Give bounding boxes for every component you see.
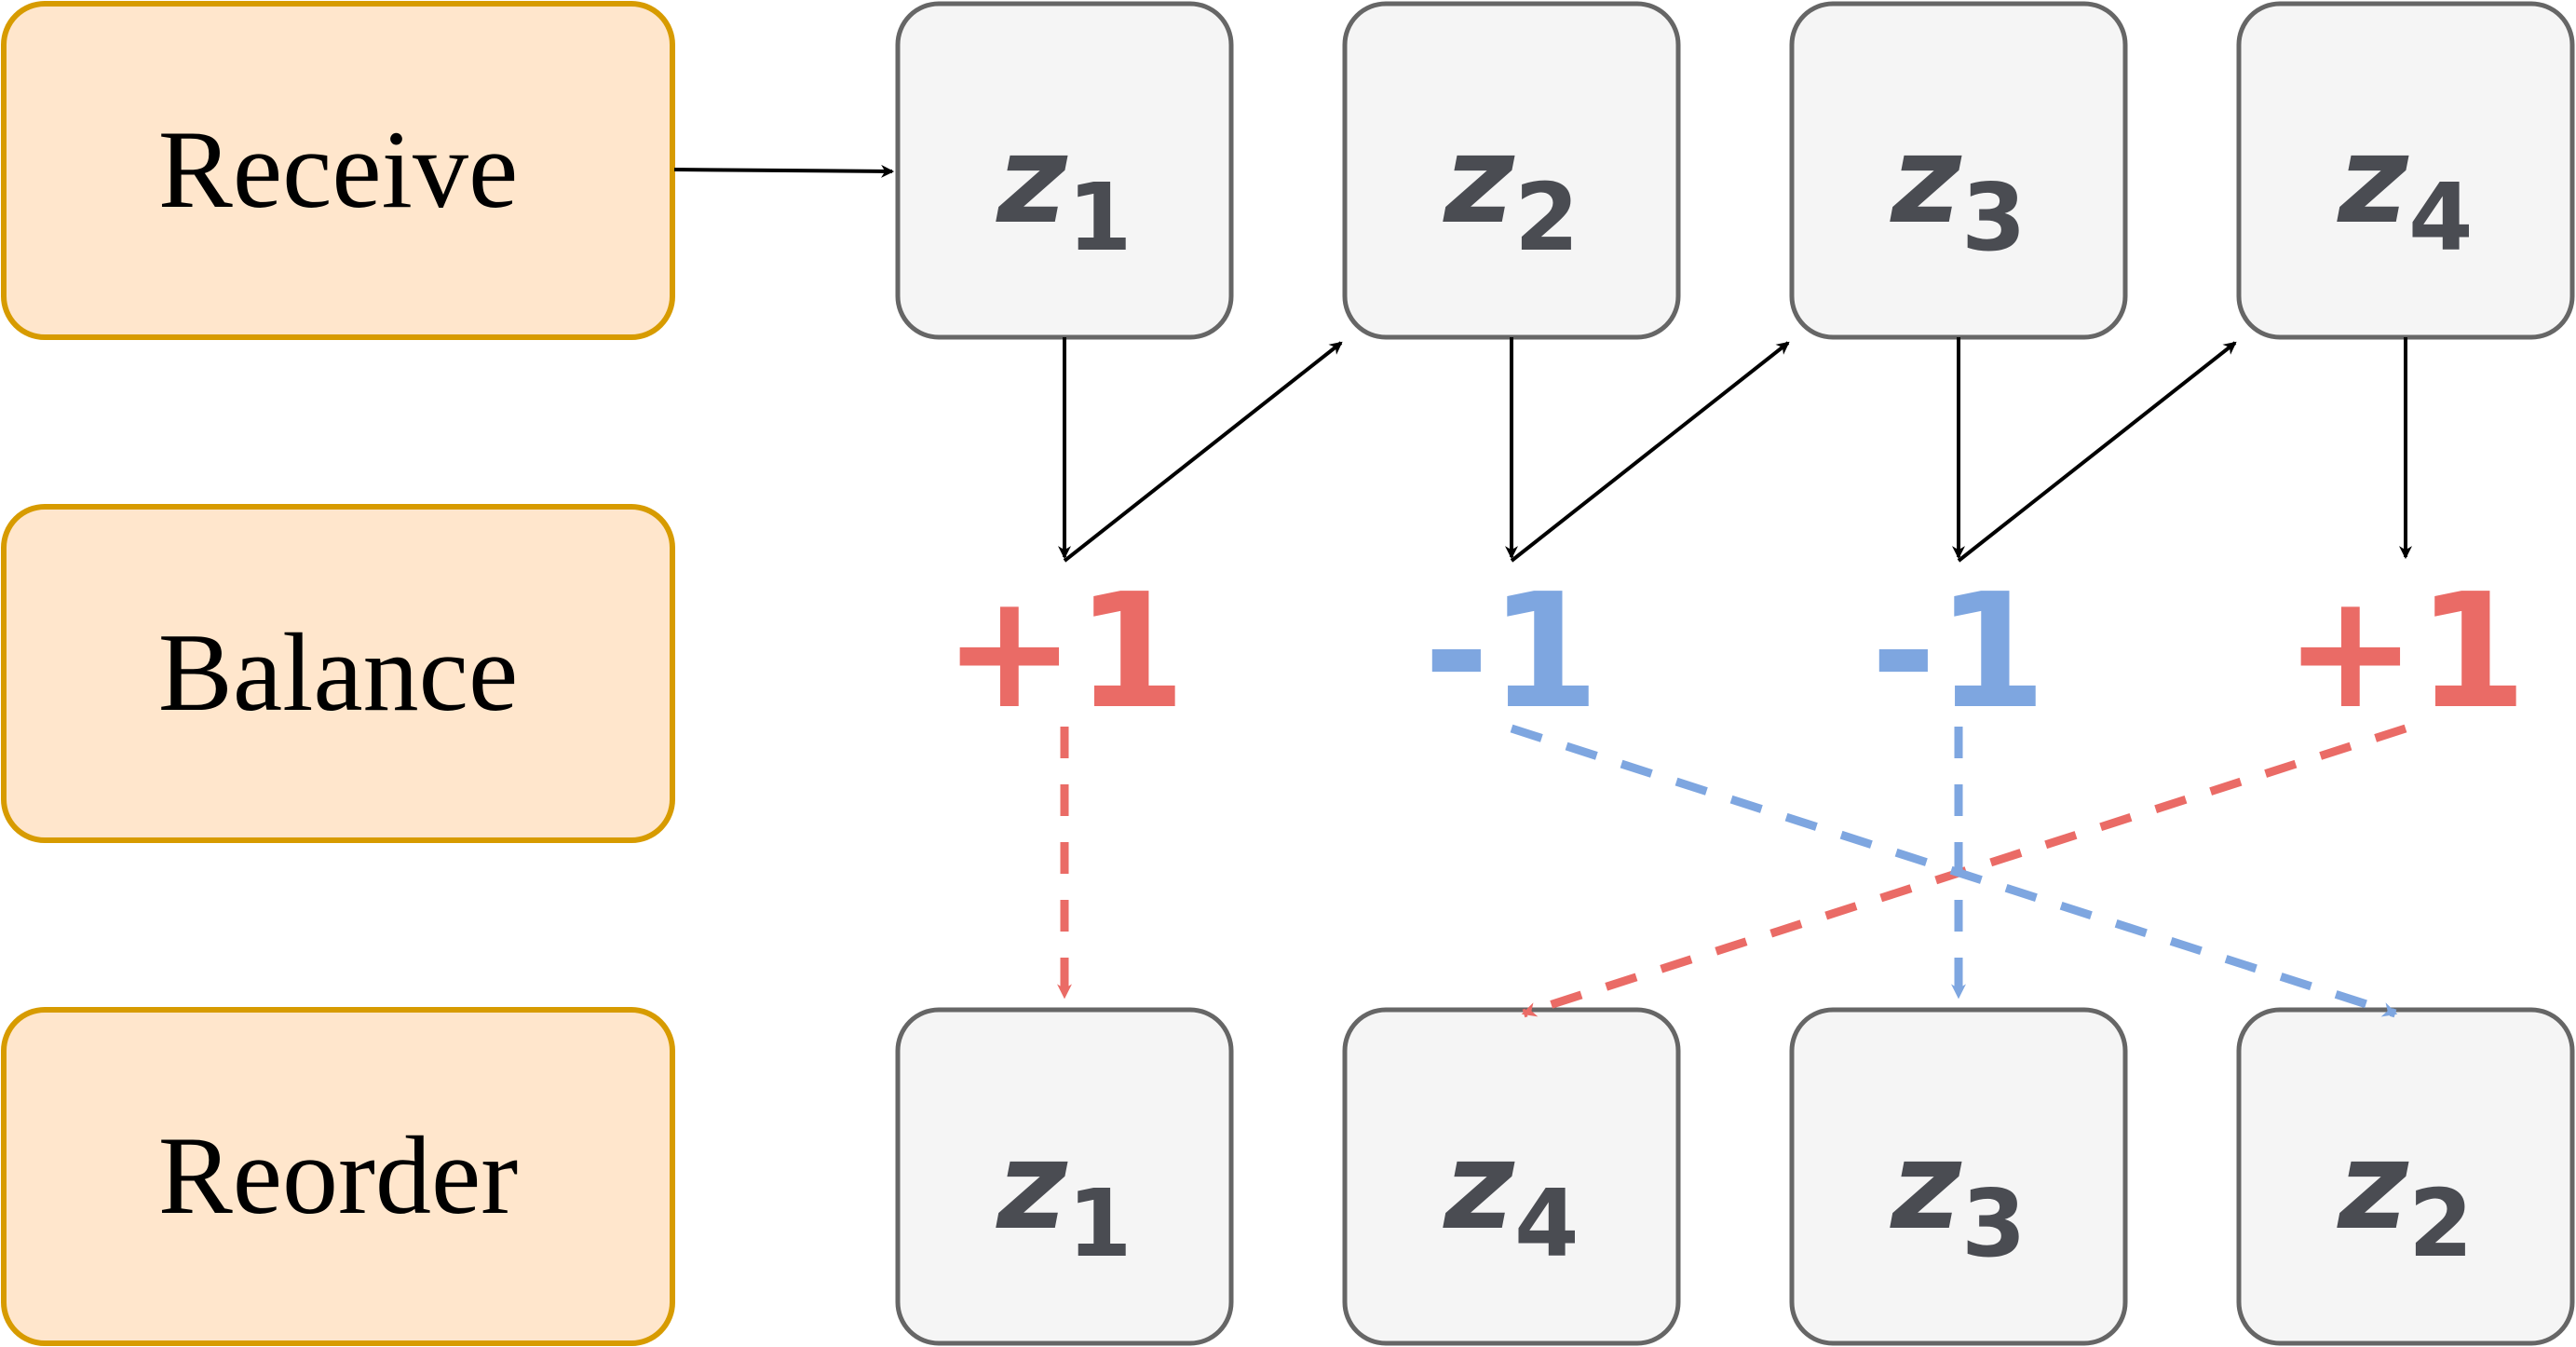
stage-receive: Receive xyxy=(1,1,675,340)
balance-value-4: +1 xyxy=(2285,560,2528,744)
stage-reorder: Reorder xyxy=(1,1007,675,1346)
receive-to-z1-arrow xyxy=(673,164,895,178)
balance2-to-z3-arrow xyxy=(1510,341,1790,563)
reorder-arrow-z2 xyxy=(1510,724,2398,1018)
stage-balance: Balance xyxy=(1,504,675,843)
stage-balance-box xyxy=(1,504,675,843)
bottom-node-2-box xyxy=(1342,1007,1681,1346)
top-node-3: z3 xyxy=(1789,1,2128,340)
stage-receive-label: Receive xyxy=(158,107,518,231)
top-node-1-label: z1 xyxy=(995,109,1132,272)
stage-reorder-label: Reorder xyxy=(158,1113,518,1237)
bottom-node-4-label: z2 xyxy=(2336,1115,2473,1278)
bottom-node-1: z1 xyxy=(895,1007,1234,1346)
top-node-3-label: z3 xyxy=(1889,109,2026,272)
top-node-2-label: z2 xyxy=(1442,109,1579,272)
stage-receive-box xyxy=(1,1,675,340)
balance1-to-z2-arrow xyxy=(1063,341,1343,563)
top-node-1: z1 xyxy=(895,1,1234,340)
balance-value-1: +1 xyxy=(943,560,1186,744)
stage-reorder-box xyxy=(1,1007,675,1346)
bottom-node-2: z4 xyxy=(1342,1007,1681,1346)
top-node-4-label: z4 xyxy=(2336,109,2473,272)
bottom-node-1-box xyxy=(895,1007,1234,1346)
bottom-node-4-box xyxy=(2236,1007,2575,1346)
bottom-node-1-label: z1 xyxy=(995,1115,1132,1278)
bottom-node-3-box xyxy=(1789,1007,2128,1346)
bottom-node-3: z3 xyxy=(1789,1007,2128,1346)
stage-balance-label: Balance xyxy=(158,610,518,734)
balance3-to-z4-arrow xyxy=(1957,341,2237,563)
balance-value-3: -1 xyxy=(1871,560,2047,744)
bottom-node-3-label: z3 xyxy=(1889,1115,2026,1278)
bottom-node-2-label: z4 xyxy=(1442,1115,1579,1278)
top-node-2: z2 xyxy=(1342,1,1681,340)
top-node-4: z4 xyxy=(2236,1,2575,340)
balance-value-2: -1 xyxy=(1424,560,1600,744)
bottom-node-4: z2 xyxy=(2236,1007,2575,1346)
